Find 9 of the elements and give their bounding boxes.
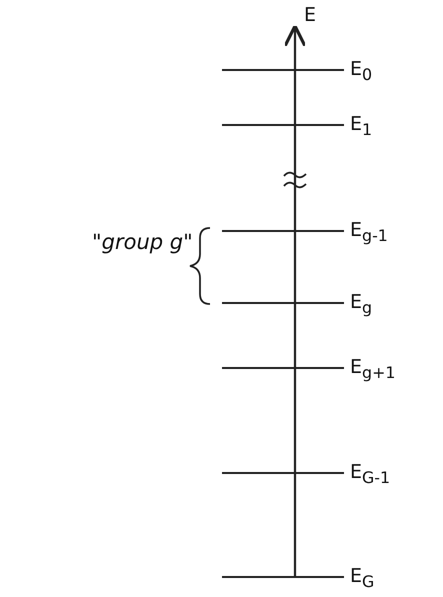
- energy-level-label: E$_{1}$: [350, 115, 372, 138]
- axis-label: E: [304, 6, 316, 25]
- group-label: "group g": [92, 232, 193, 253]
- energy-level-label: E$_{0}$: [350, 60, 372, 83]
- energy-level-label: E$_{g}$: [350, 293, 372, 316]
- energy-level-label: E$_{g+1}$: [350, 358, 396, 381]
- energy-level-label: E$_{G-1}$: [350, 463, 390, 486]
- energy-level-label: E$_{g-1}$: [350, 221, 388, 244]
- energy-level-label: E$_{G}$: [350, 567, 374, 590]
